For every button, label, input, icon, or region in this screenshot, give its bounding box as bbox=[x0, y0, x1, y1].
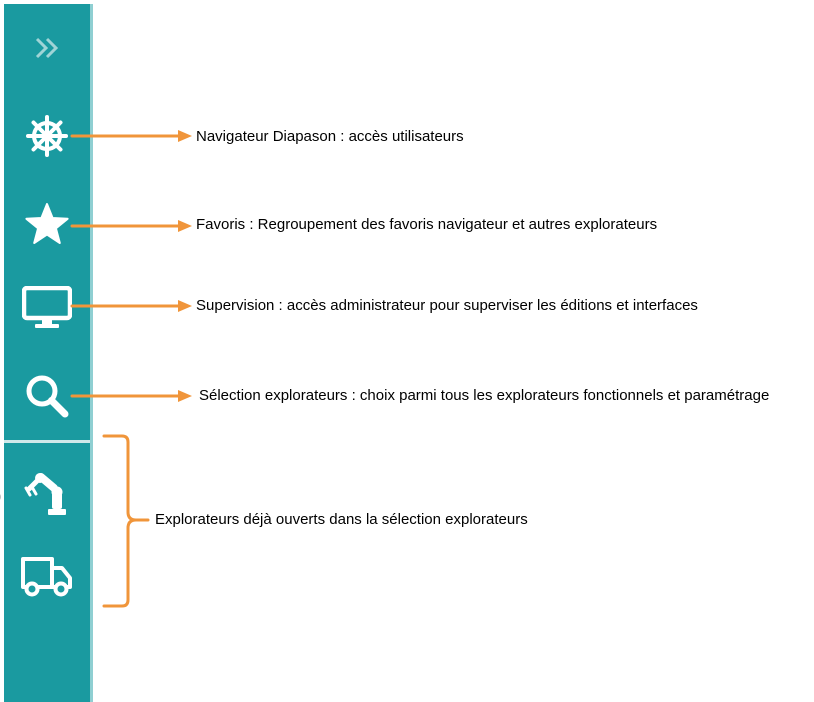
star-icon bbox=[24, 202, 70, 246]
explorer-selection-button[interactable] bbox=[4, 360, 90, 432]
supervision-button[interactable] bbox=[4, 272, 90, 344]
navigator-button[interactable] bbox=[4, 100, 90, 172]
open-explorer-robot-button[interactable] bbox=[4, 458, 90, 530]
ship-wheel-icon bbox=[25, 114, 69, 158]
annotation-favorites: Favoris : Regroupement des favoris navig… bbox=[196, 216, 658, 233]
annotation-navigator: Navigateur Diapason : accès utilisateurs bbox=[196, 128, 464, 145]
sidebar-divider bbox=[4, 440, 90, 443]
sidebar-edge bbox=[90, 4, 93, 702]
annotation-explorer-selection: Sélection explorateurs : choix parmi tou… bbox=[199, 387, 770, 404]
robot-arm-icon bbox=[23, 471, 71, 517]
expand-sidebar-button[interactable] bbox=[4, 12, 90, 84]
favorites-button[interactable] bbox=[4, 188, 90, 260]
annotation-open-explorers: Explorateurs déjà ouverts dans la sélect… bbox=[155, 511, 528, 528]
annotation-supervision: Supervision : accès administrateur pour … bbox=[196, 297, 698, 314]
stray-mark: ) bbox=[0, 488, 1, 506]
double-chevron-right-icon bbox=[34, 36, 60, 60]
search-icon bbox=[24, 373, 70, 419]
open-explorer-truck-button[interactable] bbox=[4, 540, 90, 612]
truck-icon bbox=[20, 554, 74, 598]
monitor-icon bbox=[22, 286, 72, 330]
